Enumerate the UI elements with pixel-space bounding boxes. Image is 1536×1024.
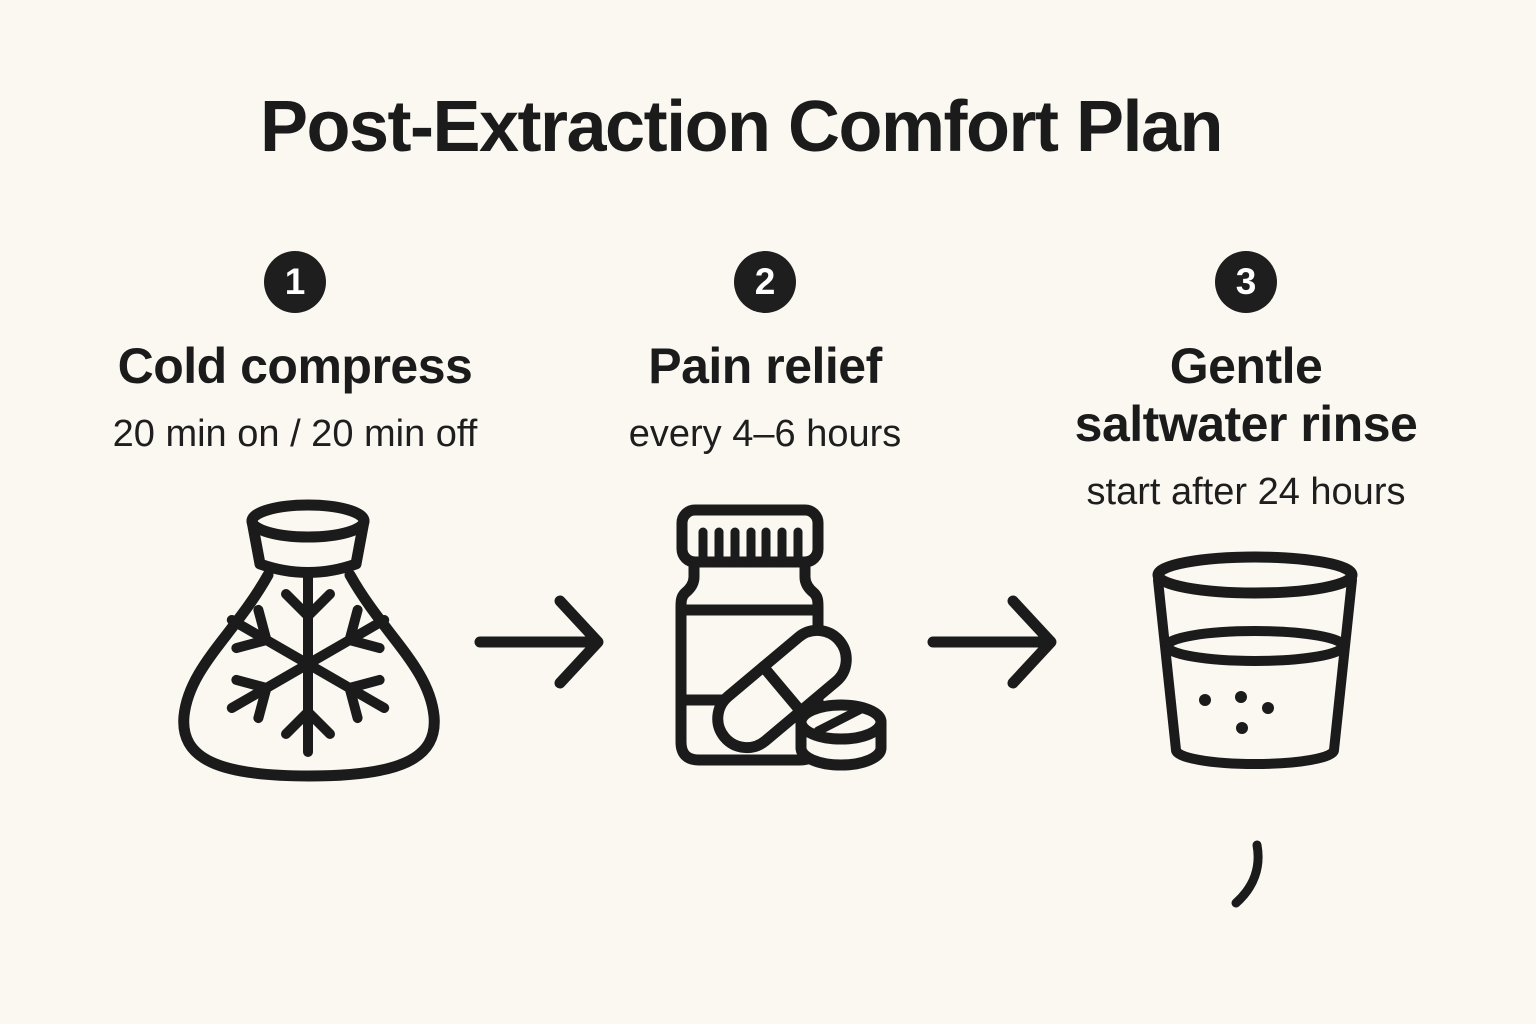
step-1-title: Cold compress <box>117 338 473 394</box>
arrow-right-icon <box>474 595 604 689</box>
pill-bottle-icon <box>675 504 887 771</box>
ice-pack-icon <box>178 499 440 782</box>
step-2-title: Pain relief <box>648 338 882 394</box>
page-title: Post-Extraction Comfort Plan <box>259 87 1224 167</box>
bottle-cap-ribs <box>698 527 803 565</box>
splash-stroke <box>1231 840 1263 908</box>
step-2: 2 Pain relief every 4–6 hours <box>518 251 1012 457</box>
step-1-number-badge: 1 <box>264 251 326 313</box>
tablet-icon <box>795 699 887 771</box>
step-3-title: Gentle saltwater rinse <box>1074 338 1418 452</box>
step-2-subtitle: every 4–6 hours <box>628 413 902 455</box>
water-glass-icon <box>1152 551 1358 908</box>
arrow-right-icon <box>927 595 1057 689</box>
salt-dots <box>1199 691 1274 734</box>
step-3: 3 Gentle saltwater rinse start after 24 … <box>996 251 1496 515</box>
step-1-subtitle: 20 min on / 20 min off <box>112 413 478 455</box>
step-2-number-badge: 2 <box>734 251 796 313</box>
step-1: 1 Cold compress 20 min on / 20 min off <box>45 251 545 457</box>
water-line <box>1162 626 1348 666</box>
step-3-number-badge: 3 <box>1215 251 1277 313</box>
step-3-subtitle: start after 24 hours <box>1086 471 1406 513</box>
